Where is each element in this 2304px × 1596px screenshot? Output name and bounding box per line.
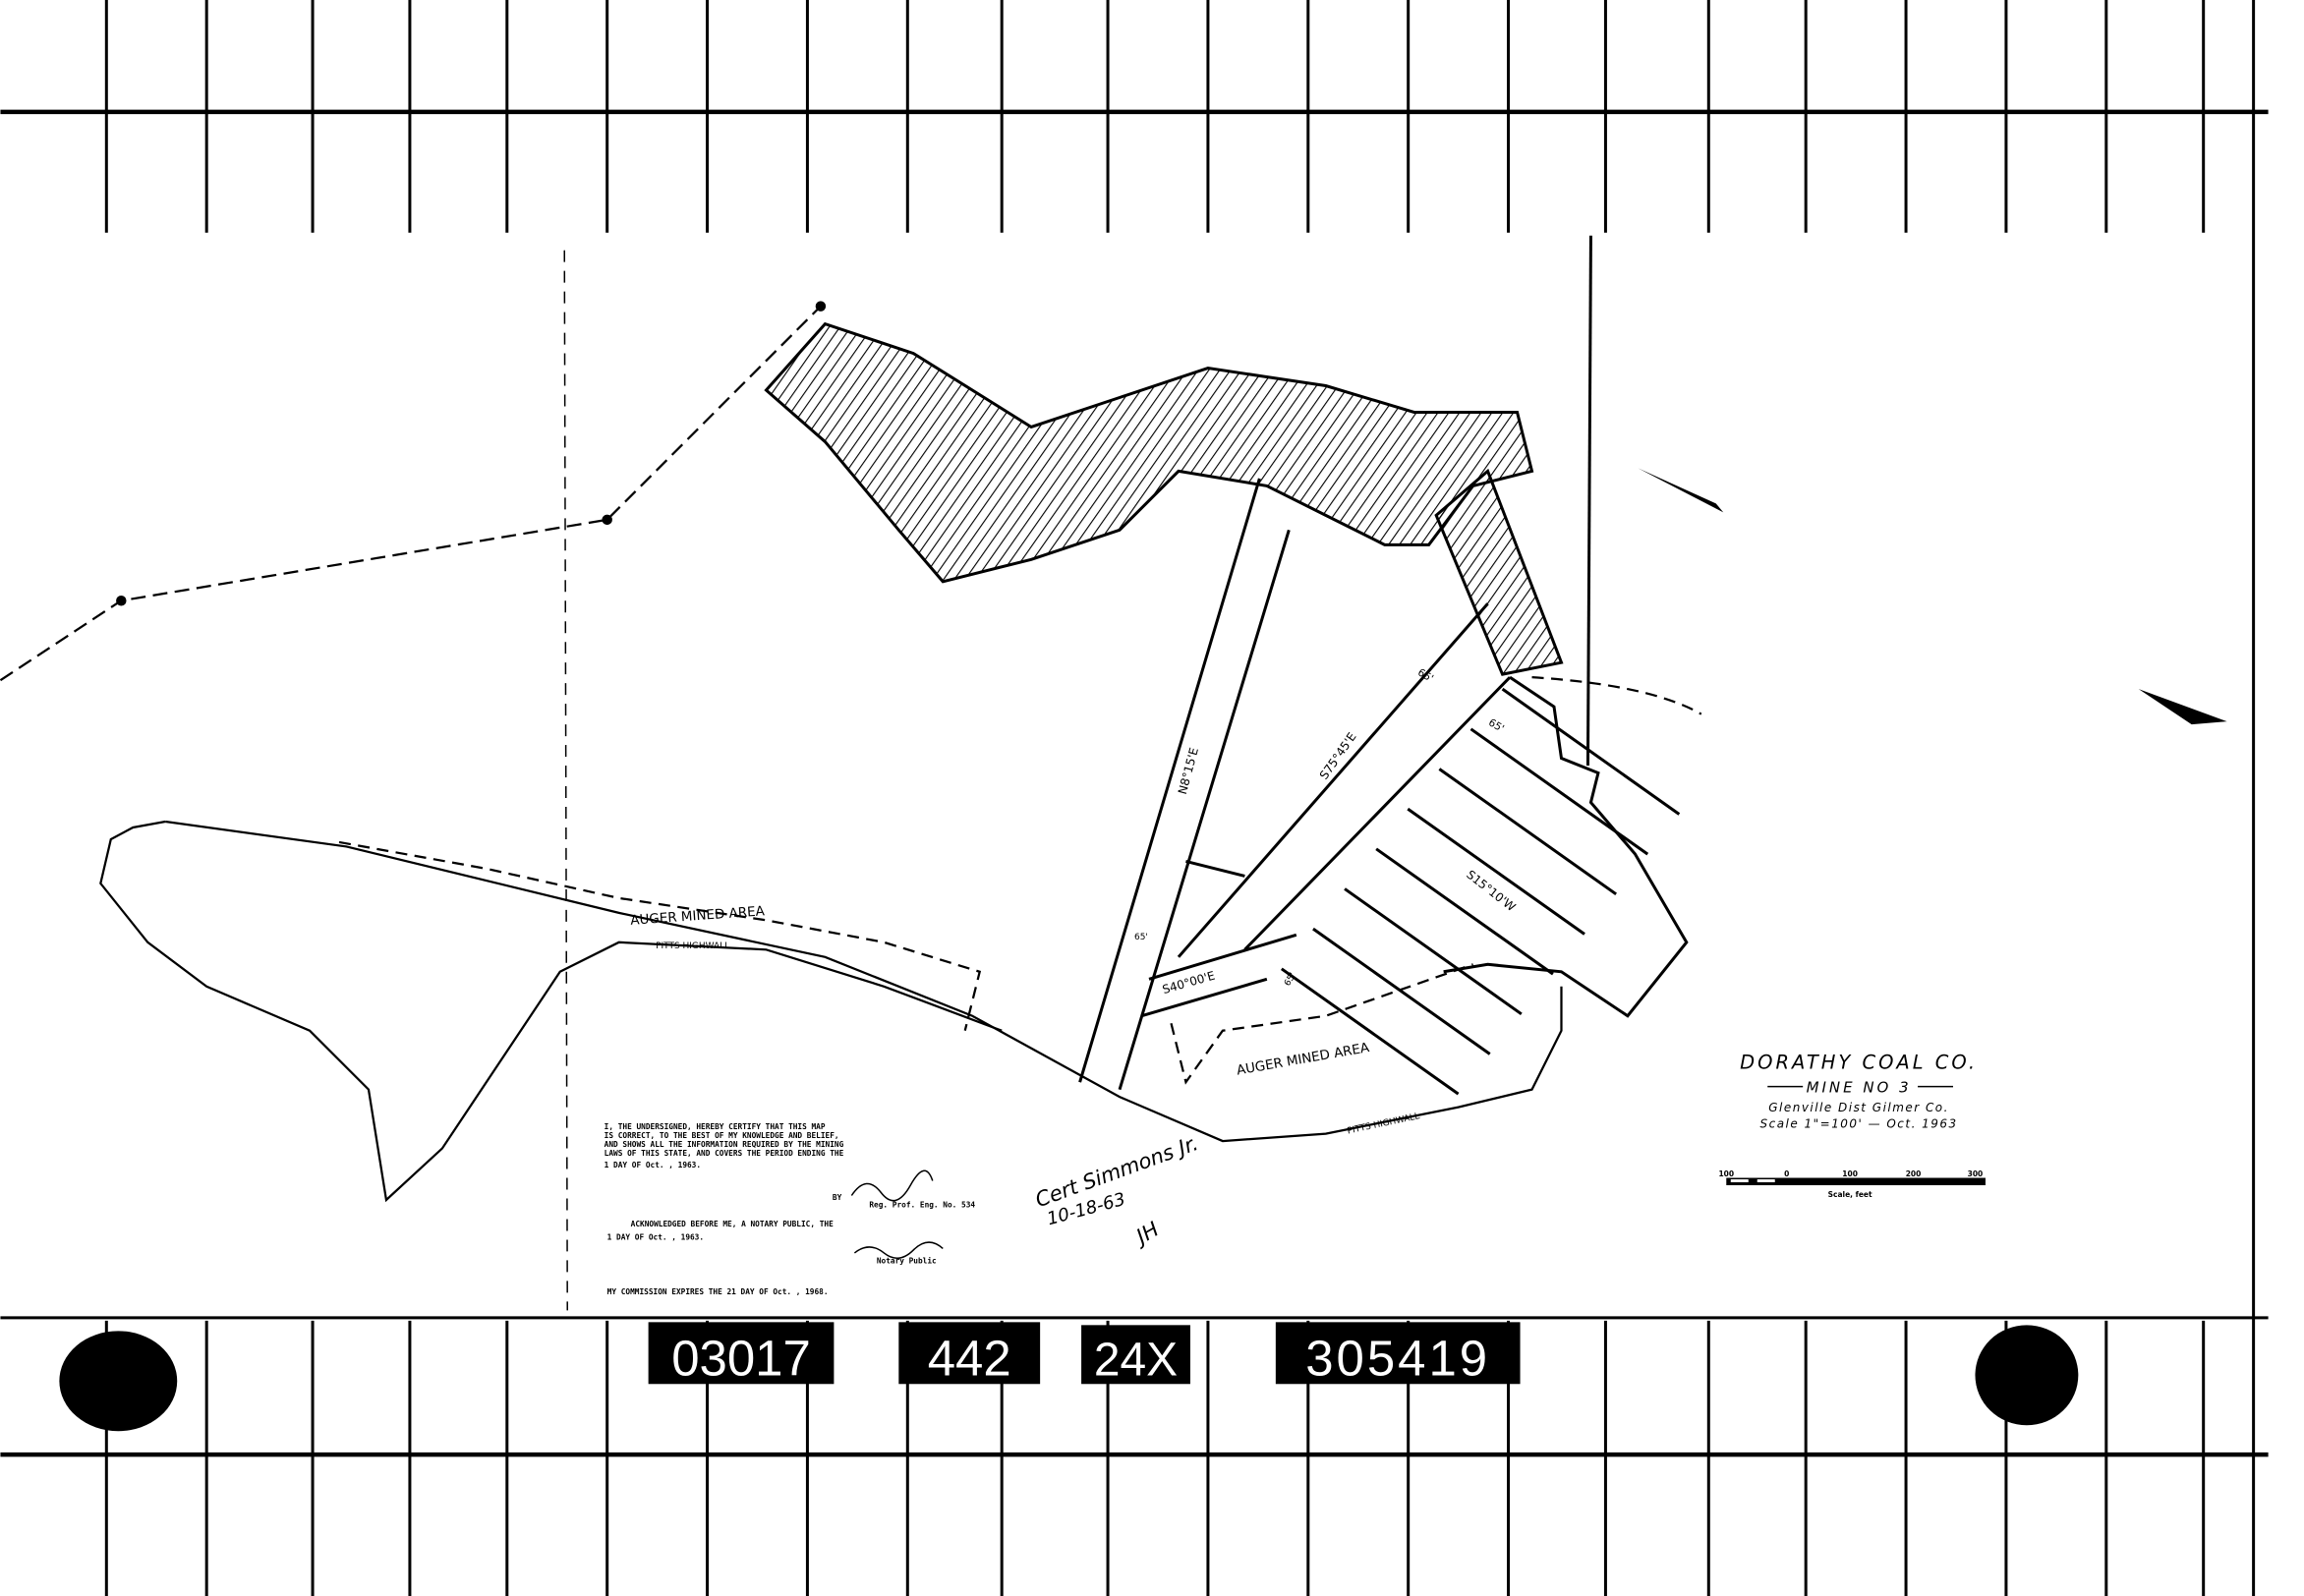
film-label: 03017 bbox=[671, 1330, 811, 1386]
room-line bbox=[1344, 887, 1523, 1016]
svg-text:ACKNOWLEDGED BEFORE ME, A NOTA: ACKNOWLEDGED BEFORE ME, A NOTARY PUBLIC,… bbox=[631, 1220, 834, 1228]
bearing-label: N8°15'E bbox=[1176, 746, 1201, 796]
map-sheet-edges bbox=[0, 235, 2269, 1320]
film-label: 442 bbox=[928, 1330, 1011, 1386]
svg-text:BY: BY bbox=[833, 1193, 842, 1202]
dimension-label: 65' bbox=[1134, 933, 1148, 942]
svg-text:I, THE UNDERSIGNED, HEREBY CER: I, THE UNDERSIGNED, HEREBY CERTIFY THAT … bbox=[605, 1122, 826, 1131]
mine-name: MINE NO 3 bbox=[1807, 1079, 1912, 1097]
svg-text:Notary Public: Notary Public bbox=[877, 1256, 937, 1265]
svg-text:IS CORRECT, TO THE BEST OF MY: IS CORRECT, TO THE BEST OF MY KNOWLEDGE … bbox=[605, 1131, 839, 1140]
notary-signature bbox=[853, 1241, 944, 1259]
film-label: 24X bbox=[1094, 1334, 1178, 1386]
room-line bbox=[1312, 927, 1491, 1055]
property-line bbox=[0, 301, 827, 682]
room-line bbox=[1438, 768, 1617, 896]
north-arrow-icon bbox=[1638, 468, 2227, 725]
certification-block: I, THE UNDERSIGNED, HEREBY CERTIFY THAT … bbox=[605, 1122, 976, 1296]
svg-text:0: 0 bbox=[1784, 1169, 1789, 1178]
punch-hole-icon bbox=[59, 1325, 2079, 1432]
dimension-label: 65' bbox=[1415, 666, 1435, 684]
room-line bbox=[1501, 687, 1681, 816]
svg-text:Scale, feet: Scale, feet bbox=[1828, 1190, 1872, 1199]
svg-text:JH: JH bbox=[1129, 1217, 1164, 1250]
svg-text:1 DAY OF Oct. , 1963.: 1 DAY OF Oct. , 1963. bbox=[607, 1232, 704, 1241]
district: Glenville Dist Gilmer Co. bbox=[1768, 1101, 1949, 1114]
handwritten-approval: Cert Simmons Jr. 10-18-63 JH bbox=[1032, 1131, 1201, 1250]
room-line bbox=[1407, 807, 1585, 936]
svg-text:200: 200 bbox=[1906, 1169, 1922, 1178]
svg-text:AND SHOWS ALL THE INFORMATION: AND SHOWS ALL THE INFORMATION REQUIRED B… bbox=[605, 1140, 844, 1149]
svg-text:MY COMMISSION EXPIRES THE 21 D: MY COMMISSION EXPIRES THE 21 DAY OF Oct.… bbox=[607, 1287, 829, 1296]
scale-bar: 100 0 100 200 300 Scale, feet bbox=[1718, 1169, 1986, 1199]
svg-text:300: 300 bbox=[1968, 1169, 1984, 1178]
mine-workings bbox=[764, 321, 1689, 1096]
bearing-label: S15°10'W bbox=[1464, 868, 1518, 915]
svg-text:1 DAY OF Oct. , 1963.: 1 DAY OF Oct. , 1963. bbox=[605, 1161, 701, 1169]
film-labels: 03017 442 24X 305419 bbox=[648, 1322, 1521, 1386]
outcrop-lines bbox=[99, 676, 1702, 1203]
highwall-label-1: PITTS HIGHWALL bbox=[656, 941, 729, 951]
room-line bbox=[1280, 967, 1460, 1096]
engineer-signature bbox=[850, 1169, 934, 1202]
auger-label-1: AUGER MINED AREA bbox=[630, 903, 766, 929]
scale-date: Scale 1"=100' — Oct. 1963 bbox=[1760, 1117, 1958, 1131]
highwall-label-2: PITTS HIGHWALL bbox=[1347, 1112, 1420, 1136]
dimension-label: 65' bbox=[1283, 971, 1298, 988]
svg-text:LAWS OF THIS STATE, AND COVERS: LAWS OF THIS STATE, AND COVERS THE PERIO… bbox=[605, 1149, 844, 1158]
svg-text:100: 100 bbox=[1842, 1169, 1858, 1178]
svg-text:Reg. Prof. Eng. No. 534: Reg. Prof. Eng. No. 534 bbox=[869, 1200, 975, 1209]
room-line bbox=[1375, 847, 1554, 976]
svg-text:100: 100 bbox=[1718, 1169, 1734, 1178]
title-block: DORATHY COAL CO. MINE NO 3 Glenville Dis… bbox=[1718, 1052, 1986, 1199]
dimension-label: 65' bbox=[1486, 716, 1506, 734]
film-label: 305419 bbox=[1305, 1330, 1490, 1386]
auger-label-2: AUGER MINED AREA bbox=[1236, 1040, 1371, 1079]
company-name: DORATHY COAL CO. bbox=[1740, 1052, 1978, 1074]
